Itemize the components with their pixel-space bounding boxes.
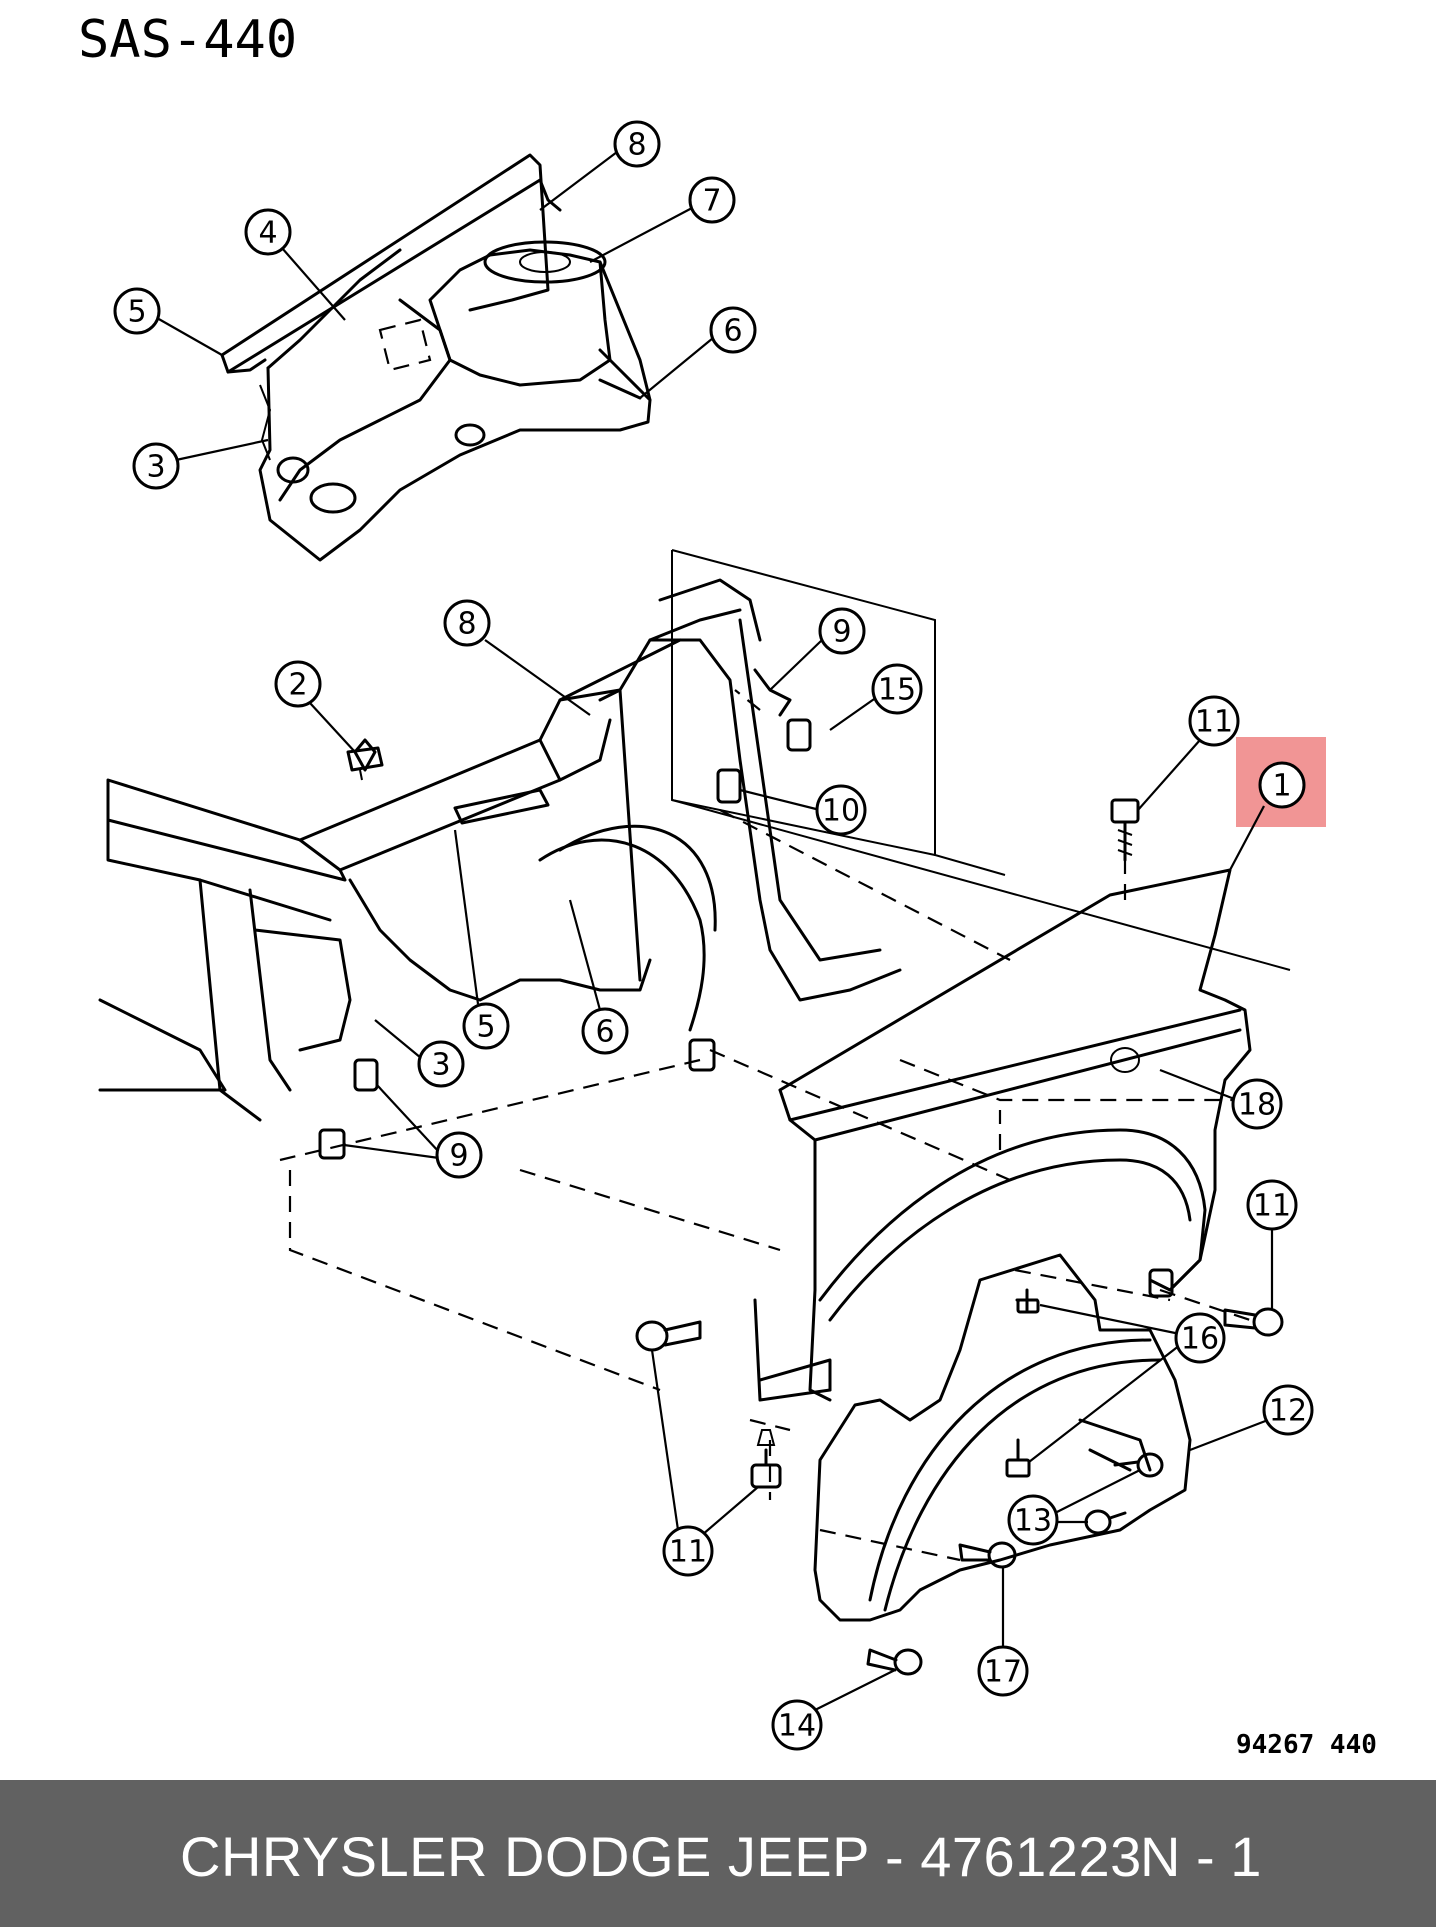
callout-circle bbox=[462, 1002, 510, 1050]
pin-13-a bbox=[1113, 1452, 1164, 1478]
callout-circle bbox=[1174, 1312, 1226, 1364]
callout-11: 11 bbox=[1188, 695, 1240, 747]
callout-label: 9 bbox=[449, 1139, 468, 1174]
reference-code: 94267 440 bbox=[1236, 1730, 1377, 1760]
callout-8: 8 bbox=[613, 120, 661, 168]
bolt-11-bottom bbox=[750, 1429, 782, 1489]
callout-circle bbox=[1188, 695, 1240, 747]
footer-part-number: CHRYSLER DODGE JEEP - 4761223 bbox=[180, 1825, 1142, 1888]
callout-2: 2 bbox=[274, 660, 322, 708]
callout-label: 11 bbox=[1253, 1189, 1291, 1224]
screw-16-top bbox=[1015, 1288, 1040, 1314]
callout-6: 6 bbox=[581, 1007, 629, 1055]
callout-14: 14 bbox=[771, 1699, 823, 1751]
callout-label: 18 bbox=[1238, 1088, 1276, 1123]
callout-5: 5 bbox=[113, 287, 161, 335]
footer-page-label: N - 1 bbox=[1140, 1825, 1262, 1888]
callout-label: 3 bbox=[431, 1048, 450, 1083]
screw-16-lower bbox=[1005, 1438, 1031, 1478]
callout-label: 3 bbox=[146, 450, 165, 485]
callout-17: 17 bbox=[977, 1645, 1029, 1697]
inset-assembly bbox=[220, 153, 652, 562]
callout-circle bbox=[871, 663, 923, 715]
callout-label: 5 bbox=[476, 1010, 495, 1045]
leader-lines bbox=[156, 151, 1274, 1711]
callout-circle bbox=[1262, 1384, 1314, 1436]
callout-label: 8 bbox=[457, 607, 476, 642]
callout-16: 16 bbox=[1174, 1312, 1226, 1364]
callout-label: 10 bbox=[822, 794, 860, 829]
callout-label: 16 bbox=[1181, 1322, 1219, 1357]
callout-label: 11 bbox=[1195, 705, 1233, 740]
callout-circle bbox=[815, 784, 867, 836]
callout-circle bbox=[113, 287, 161, 335]
callout-circle bbox=[274, 660, 322, 708]
callout-circle bbox=[613, 120, 661, 168]
callout-5: 5 bbox=[462, 1002, 510, 1050]
callout-15: 15 bbox=[871, 663, 923, 715]
callout-label: 2 bbox=[288, 668, 307, 703]
callout-label: 5 bbox=[127, 295, 146, 330]
bolt-11-top bbox=[1110, 798, 1140, 862]
callout-label: 12 bbox=[1269, 1394, 1307, 1429]
callout-label: 13 bbox=[1014, 1504, 1052, 1539]
footer-bar: CHRYSLER DODGE JEEP - 4761223 N - 1 bbox=[0, 1780, 1436, 1927]
callout-label: 17 bbox=[984, 1655, 1022, 1690]
callout-circle bbox=[443, 599, 491, 647]
fender-panel bbox=[753, 868, 1252, 1402]
diagram-title: SAS-440 bbox=[78, 10, 298, 70]
callout-label: 6 bbox=[723, 314, 742, 349]
callout-label: 4 bbox=[258, 216, 277, 251]
callout-label: 7 bbox=[702, 184, 721, 219]
callout-circle bbox=[1246, 1179, 1298, 1231]
callout-circle bbox=[688, 176, 736, 224]
callout-circle bbox=[581, 1007, 629, 1055]
callout-label: 8 bbox=[627, 128, 646, 163]
callout-circle bbox=[132, 442, 180, 490]
callout-circle bbox=[662, 1525, 714, 1577]
callout-6: 6 bbox=[709, 306, 757, 354]
callout-circle bbox=[435, 1131, 483, 1179]
clip-2 bbox=[346, 746, 384, 781]
callout-label: 1 bbox=[1272, 769, 1291, 804]
callout-11: 11 bbox=[662, 1525, 714, 1577]
callout-circle bbox=[977, 1645, 1029, 1697]
callout-12: 12 bbox=[1262, 1384, 1314, 1436]
callout-13: 13 bbox=[1007, 1494, 1059, 1546]
callout-8: 8 bbox=[443, 599, 491, 647]
callout-label: 15 bbox=[878, 673, 916, 708]
callout-7: 7 bbox=[688, 176, 736, 224]
callout-3: 3 bbox=[132, 442, 180, 490]
callout-11: 11 bbox=[1246, 1179, 1298, 1231]
callout-circle bbox=[417, 1040, 465, 1088]
callout-4: 4 bbox=[244, 208, 292, 256]
callout-circle bbox=[1231, 1078, 1283, 1130]
callout-10: 10 bbox=[815, 784, 867, 836]
main-assembly bbox=[98, 549, 1291, 1562]
callout-circle bbox=[818, 607, 866, 655]
callout-label: 9 bbox=[832, 615, 851, 650]
callout-circle bbox=[709, 306, 757, 354]
callout-1: 1 bbox=[1258, 761, 1306, 809]
callout-9: 9 bbox=[818, 607, 866, 655]
callout-circle bbox=[1258, 761, 1306, 809]
screw-14 bbox=[866, 1648, 923, 1676]
callout-label: 11 bbox=[669, 1535, 707, 1570]
bolt-11-left bbox=[635, 1320, 702, 1352]
wheelhouse-liner bbox=[813, 1253, 1192, 1622]
callout-18: 18 bbox=[1231, 1078, 1283, 1130]
bolt-11-right bbox=[1223, 1307, 1284, 1337]
callout-circle bbox=[244, 208, 292, 256]
callout-circle bbox=[771, 1699, 823, 1751]
callout-9: 9 bbox=[435, 1131, 483, 1179]
callout-label: 6 bbox=[595, 1015, 614, 1050]
callout-3: 3 bbox=[417, 1040, 465, 1088]
callout-label: 14 bbox=[778, 1709, 816, 1744]
callout-circle bbox=[1007, 1494, 1059, 1546]
